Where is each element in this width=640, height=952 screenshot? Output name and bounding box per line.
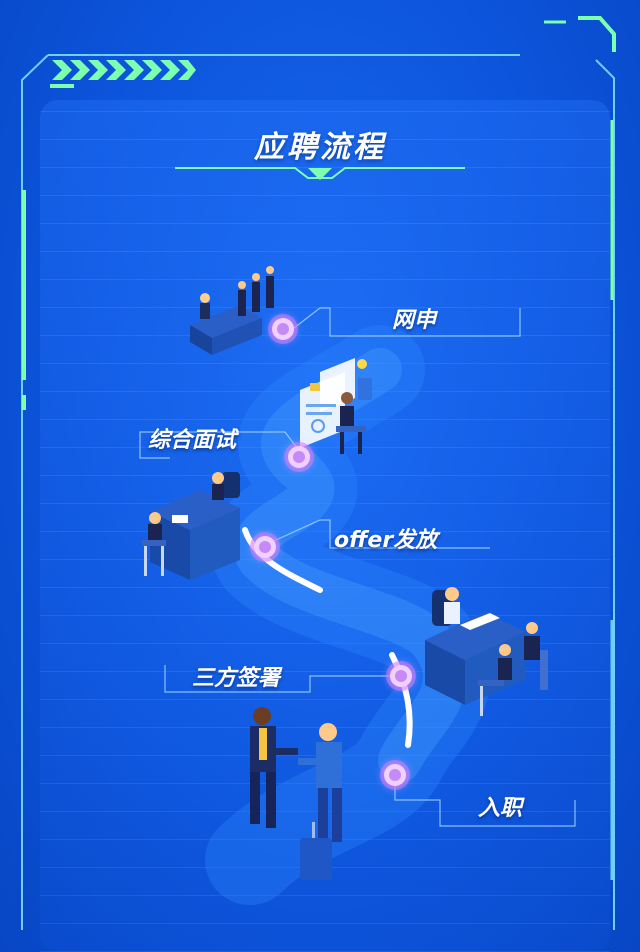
step-node-3	[254, 536, 276, 558]
step-label-tripartite-agreement: 三方签署	[192, 666, 281, 691]
step-node-2	[288, 446, 310, 468]
step-label-online-application: 网申	[392, 308, 437, 333]
step-label-offer: offer发放	[334, 528, 438, 553]
content-panel	[40, 100, 610, 952]
step-node-1	[272, 318, 294, 340]
page-title: 应聘流程	[254, 130, 386, 165]
step-label-interview: 综合面试	[148, 428, 237, 453]
step-label-onboarding: 入职	[478, 796, 523, 821]
step-node-4	[390, 665, 412, 687]
step-node-5	[384, 764, 406, 786]
